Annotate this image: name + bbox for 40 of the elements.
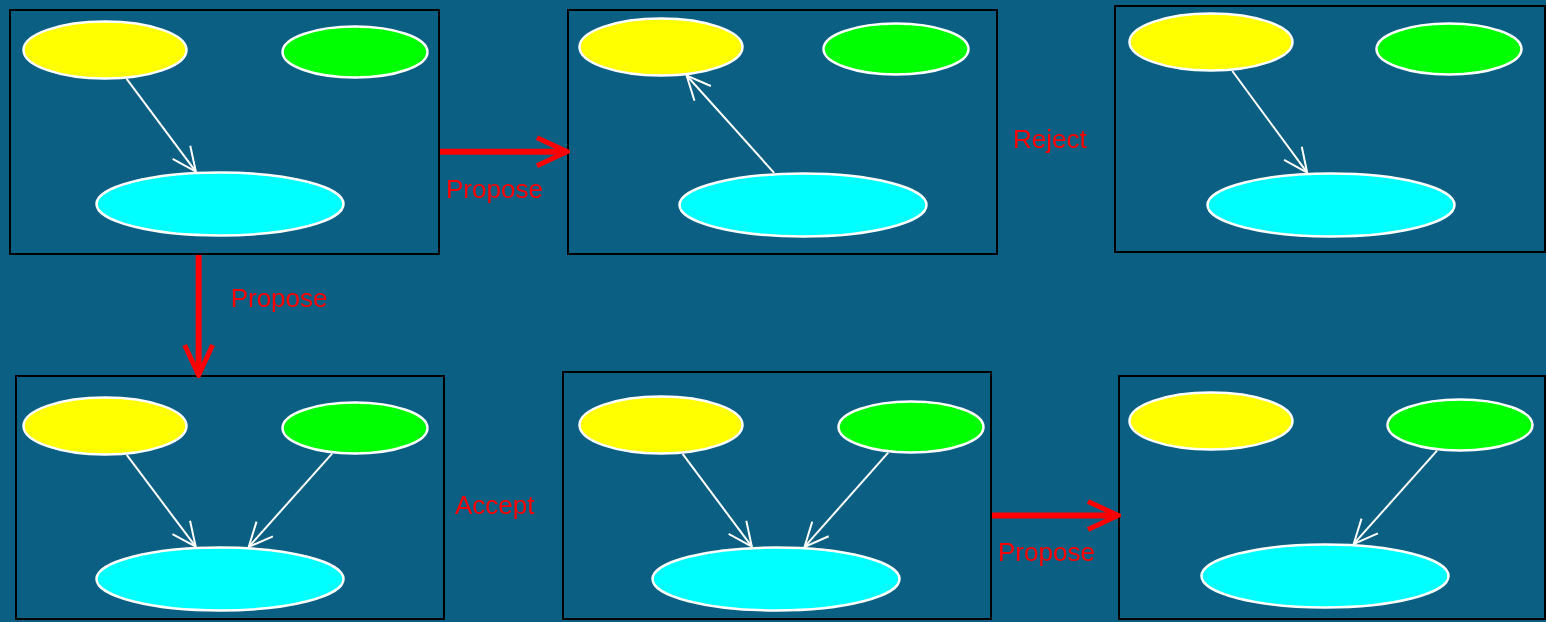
- arrow: [681, 452, 753, 548]
- ellipse-node: [22, 20, 188, 80]
- transition-label: Accept: [455, 492, 535, 518]
- ellipse-node: [1386, 398, 1534, 452]
- ellipse-node: [822, 22, 970, 76]
- state-panel: [1114, 5, 1546, 253]
- arrow: [803, 451, 890, 548]
- edge-label: Propose: [998, 539, 1095, 566]
- ellipse-node: [1375, 22, 1523, 76]
- ellipse-node: [837, 400, 985, 454]
- transition-label: Reject: [1013, 126, 1087, 152]
- ellipse-node: [578, 17, 744, 77]
- edge-label: Propose: [230, 285, 328, 311]
- arrow: [1352, 449, 1439, 545]
- transition-arrow: [182, 255, 216, 378]
- arrow: [247, 452, 334, 548]
- state-panel: [15, 375, 445, 620]
- state-panel: [567, 9, 998, 255]
- ellipse-node: [22, 396, 188, 456]
- ellipse-node: [1128, 391, 1294, 451]
- ellipse-node: [678, 172, 928, 238]
- state-panel: [562, 371, 992, 620]
- arrow: [1231, 70, 1309, 174]
- ellipse-node: [95, 546, 345, 612]
- ellipse-node: [578, 395, 744, 455]
- ellipse-node: [95, 171, 345, 237]
- transition-arrow: [992, 498, 1121, 532]
- ellipse-node: [651, 546, 901, 612]
- state-panel: [1118, 375, 1546, 620]
- state-panel: [9, 9, 440, 255]
- arrow: [125, 77, 197, 173]
- edge-label: Propose: [446, 175, 543, 202]
- ellipse-node: [1128, 12, 1294, 72]
- arrow: [125, 453, 197, 548]
- ellipse-node: [1206, 172, 1456, 238]
- ellipse-node: [281, 25, 429, 79]
- arrow: [685, 74, 776, 174]
- transition-arrow: [440, 135, 570, 169]
- ellipse-node: [1200, 543, 1450, 609]
- ellipse-node: [281, 401, 429, 455]
